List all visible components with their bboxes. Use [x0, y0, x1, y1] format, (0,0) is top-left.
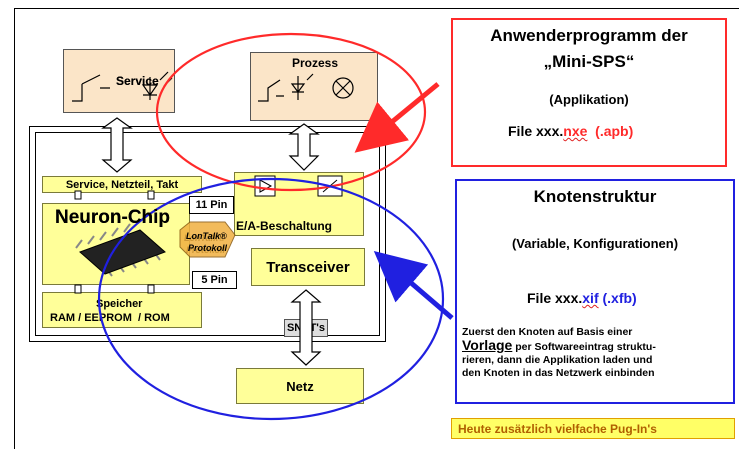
- memory-line1: Speicher: [96, 298, 143, 310]
- frame-top-line: [14, 8, 739, 9]
- note-line2-rest: per Softwareeintrag struktu-: [512, 341, 656, 353]
- node-structure-note: Zuerst den Knoten auf Basis einer Vorlag…: [462, 326, 734, 380]
- memory-pins: [74, 284, 155, 294]
- node-inner-box: [35, 132, 380, 336]
- application-ellipse: [155, 32, 427, 192]
- application-file-prefix: File xxx.: [508, 123, 564, 139]
- neuron-chip-title-overlay: Neuron-Chip: [55, 207, 171, 228]
- prozess-switch-icon: [258, 79, 284, 102]
- netz-box: Netz: [236, 368, 364, 404]
- node-structure-box: [455, 179, 735, 404]
- application-box: [451, 18, 727, 167]
- prozess-led-icon: [290, 73, 314, 100]
- chip-icon: [75, 223, 166, 277]
- note-word-vorlage: Vorlage: [462, 337, 513, 353]
- netz-double-arrow: [290, 289, 322, 366]
- service-led-icon: [141, 71, 173, 100]
- protocol-line2-overlay: Protokoll: [188, 243, 228, 253]
- chip-top-bar: Service, Netzteil, Takt: [42, 176, 202, 193]
- frame-left-line: [14, 8, 15, 449]
- node-structure-ellipse: [97, 177, 445, 421]
- footer-note: Heute zusätzlich vielfache Pug-In's: [451, 418, 735, 439]
- service-label-overlay: Service: [116, 74, 159, 88]
- service-double-arrow: [101, 117, 133, 173]
- application-subtitle: (Applikation): [549, 92, 629, 107]
- neuron-chip-title: Neuron-Chip: [55, 207, 171, 228]
- application-title-line1: Anwenderprogramm der: [490, 26, 688, 45]
- node-structure-file: File xxx.xif (.xfb): [527, 290, 637, 306]
- application-file: File xxx.nxe (.apb): [508, 123, 633, 139]
- service-box: [63, 49, 175, 113]
- prozess-label: Prozess: [292, 56, 339, 70]
- protocol-hexagon: [179, 221, 236, 258]
- application-title-line2: „Mini-SPS“: [543, 52, 635, 71]
- application-file-alt: (.apb): [595, 123, 634, 139]
- ea-label: E/A-Beschaltung: [236, 219, 333, 233]
- protocol-line1-overlay: LonTalk®: [186, 231, 227, 241]
- node-structure-file-alt: (.xfb): [602, 290, 637, 306]
- note-line3: rieren, dann die Applikation laden und: [462, 354, 653, 366]
- node-structure-file-prefix: File xxx.: [527, 290, 583, 306]
- node-structure-subtitle: (Variable, Konfigurationen): [511, 236, 679, 251]
- blue-pointer-arrow: [373, 250, 454, 320]
- five-pin-box: 5 Pin: [192, 271, 237, 289]
- note-line2: Vorlage per Softwareeintrag struktu-: [462, 337, 734, 354]
- prozess-double-arrow: [288, 123, 320, 171]
- service-switch-icon: [72, 74, 110, 102]
- top-bar-pins: [74, 190, 155, 200]
- note-line4: den Knoten in das Netzwerk einbinden: [462, 367, 655, 379]
- prozess-lamp-icon: [332, 77, 354, 99]
- red-pointer-arrow: [354, 82, 440, 153]
- memory-line2: RAM / EEPROM / ROM: [50, 312, 170, 324]
- note-line1: Zuerst den Knoten auf Basis einer: [462, 326, 633, 338]
- node-structure-title: Knotenstruktur: [533, 187, 657, 206]
- transceiver-box: Transceiver: [251, 248, 365, 286]
- node-structure-file-ext: xif: [582, 290, 599, 306]
- memory-box: [42, 292, 202, 328]
- eleven-pin-box: 11 Pin: [189, 196, 234, 214]
- application-file-ext: nxe: [563, 123, 588, 139]
